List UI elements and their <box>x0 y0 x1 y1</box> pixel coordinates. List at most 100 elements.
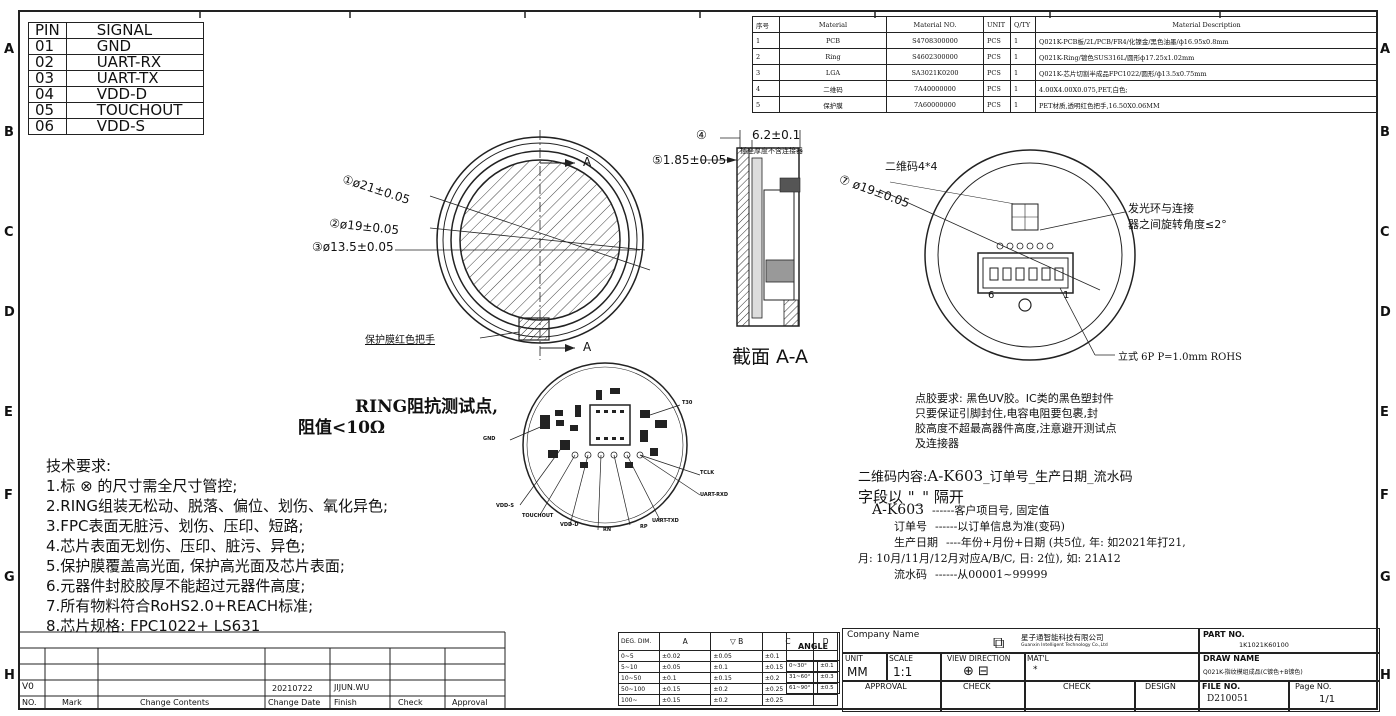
pcb-label-gnd: GND <box>483 436 496 442</box>
qr-field-name: A-K603 <box>872 502 925 518</box>
pin-header: PIN <box>28 22 67 39</box>
design-cell: DESIGN <box>1134 680 1200 712</box>
tech-item: 3.FPC表面无脏污、划伤、压印、短路; <box>46 517 304 535</box>
unit-cell: UNIT MM <box>842 652 888 682</box>
revision-header: Approval <box>452 698 488 707</box>
section-mark-top: A <box>583 155 592 169</box>
angle-row: 0~30°±0.1 <box>785 660 840 672</box>
approval-label: APPROVAL <box>865 682 907 691</box>
qr-content-row: 流水码------从00001~99999 <box>858 567 1186 583</box>
qr-field-desc: 月: 10月/11月/12月对应A/B/C, 日: 2位), 如: 21A12 <box>858 552 1121 565</box>
file-no-value: D210051 <box>1207 694 1249 704</box>
zone-label-e: E <box>4 405 13 420</box>
check1-label: CHECK <box>963 682 991 691</box>
pin-number: 03 <box>28 70 67 87</box>
tech-item: 5.保护膜覆盖高光面, 保护高光面及芯片表面; <box>46 557 345 575</box>
zone-label-d: D <box>4 305 15 320</box>
angle-cell: 31~60° <box>785 671 819 683</box>
material-cell: PET材质,透明红色把手,16.50X0.06MM <box>1035 96 1378 113</box>
zone-label-b: B <box>1380 125 1390 140</box>
tolerance-cell: ±0.02 <box>658 650 712 662</box>
tech-title: 技术要求: <box>46 457 112 475</box>
front-view <box>395 130 651 360</box>
company-label: Company Name <box>847 630 920 640</box>
revision-header: Check <box>398 698 423 707</box>
rev-date: 20210722 <box>272 684 313 693</box>
dim-1-85: ⑤1.85±0.05 <box>652 153 727 167</box>
page-no-cell: Page NO. 1/1 <box>1288 680 1380 712</box>
tolerance-cell: ±0.2 <box>710 683 763 695</box>
revision-header: NO. <box>22 698 37 707</box>
ring-test-title: RING阻抗测试点, <box>355 397 499 417</box>
glue-note-line: 及连接器 <box>915 437 959 450</box>
ring-resistance: 阻值<10Ω <box>298 418 386 438</box>
qr-field-name: 生产日期 <box>894 536 938 549</box>
tolerance-cell: 50~100 <box>618 683 660 695</box>
back-view <box>879 149 1136 361</box>
angle-cell: ±0.1 <box>817 660 840 672</box>
qr-content-row: 订单号------以订单信息为准(变码) <box>858 519 1186 535</box>
glue-note-line: 点胶要求: 黑色UV胶。IC类的黑色塑封件 <box>915 392 1114 405</box>
qr-field-desc: ----年份+月份+日期 (共5位, 年: 如2021年打21, <box>946 536 1186 549</box>
qr-content-code: A-K603 <box>927 467 984 485</box>
material-cell: MAT'L * <box>1024 652 1200 682</box>
glue-note: 点胶要求: 黑色UV胶。IC类的黑色塑封件只要保证引脚封住,电容电阻要包裹,封胶… <box>915 391 1117 451</box>
part-no-label: PART NO. <box>1203 630 1245 639</box>
film-tab <box>518 317 550 341</box>
zone-label-a: A <box>4 42 15 57</box>
tech-item: 6.元器件封胶胶厚不能超过元器件高度; <box>46 577 306 595</box>
pcb-view <box>509 362 701 531</box>
material-cell: 5 <box>752 96 780 113</box>
company-logo-icon: ⧉ <box>993 633 1005 652</box>
connector-note: 立式 6P P=1.0mm ROHS <box>1118 352 1242 363</box>
scale-label: SCALE <box>889 654 914 663</box>
part-no-cell: PART NO. 1K1021K60100 <box>1198 628 1380 654</box>
projection-icon: ⊕ ⊟ <box>963 664 989 679</box>
tolerance-cell: ±0.15 <box>658 683 712 695</box>
zone-label-g: G <box>4 570 15 585</box>
material-cell: 7A60000000 <box>886 96 984 113</box>
pin-signal: VDD-S <box>65 118 204 135</box>
company-name-en: Guanxin Intelligent Technology Co.,Ltd <box>1021 643 1108 648</box>
pcb-label-uart-rxd: UART-RXD <box>700 492 729 498</box>
dim-d13-5: ③ø13.5±0.05 <box>312 240 394 254</box>
angle-cell: ±0.5 <box>817 682 840 694</box>
check1-cell: CHECK <box>940 680 1026 712</box>
material-value: * <box>1033 665 1038 675</box>
tolerance-cell: ±0.1 <box>710 661 763 673</box>
material-cell: 保护膜 <box>779 96 887 113</box>
ring-note-1: 发光环与连接 <box>1128 202 1194 215</box>
design-label: DESIGN <box>1145 682 1176 691</box>
tolerance-cell: ±0.15 <box>658 694 712 706</box>
material-table: 序号 Material Material NO. UNIT Q/TY Mater… <box>752 16 1378 113</box>
tolerance-cell: 10~50 <box>618 672 660 684</box>
section-view <box>700 130 801 327</box>
check2-cell: CHECK <box>1024 680 1136 712</box>
tech-item: 2.RING组装无松动、脱落、偏位、划伤、氧化异色; <box>46 497 389 515</box>
tolerance-cell: 100~ <box>618 694 660 706</box>
zone-label-b: B <box>4 125 14 140</box>
zone-label-g: G <box>1380 570 1391 585</box>
unit-label: UNIT <box>845 654 863 663</box>
tech-requirements: 技术要求: 1.标 ⊗ 的尺寸需全尺寸管控;2.RING组装无松动、脱落、偏位、… <box>46 456 388 636</box>
qr-content-row: A-K603 ------客户项目号, 固定值 <box>858 502 1186 519</box>
pin-signal: UART-RX <box>65 54 204 71</box>
zone-label-h: H <box>1380 668 1391 683</box>
glue-note-line: 只要保证引脚封住,电容电阻要包裹,封 <box>915 407 1098 420</box>
tol-h-a: A <box>658 632 712 651</box>
tolerance-row: 100~±0.15±0.2±0.25 <box>618 694 838 706</box>
glue-note-line: 胶高度不超最高器件高度,注意避开测试点 <box>915 422 1117 435</box>
draw-name-cell: DRAW NAME Q021K-指纹模组成品(C镀色+B镀色) <box>1198 652 1380 682</box>
tolerance-cell: ±0.2 <box>710 694 763 706</box>
tolerance-cell: 0~5 <box>618 650 660 662</box>
draw-name-label: DRAW NAME <box>1203 654 1260 663</box>
qr-field-desc: ------客户项目号, 固定值 <box>932 504 1050 517</box>
zone-label-f: F <box>1380 488 1389 503</box>
tolerance-cell: ±0.05 <box>658 661 712 673</box>
zone-label-c: C <box>1380 225 1390 240</box>
